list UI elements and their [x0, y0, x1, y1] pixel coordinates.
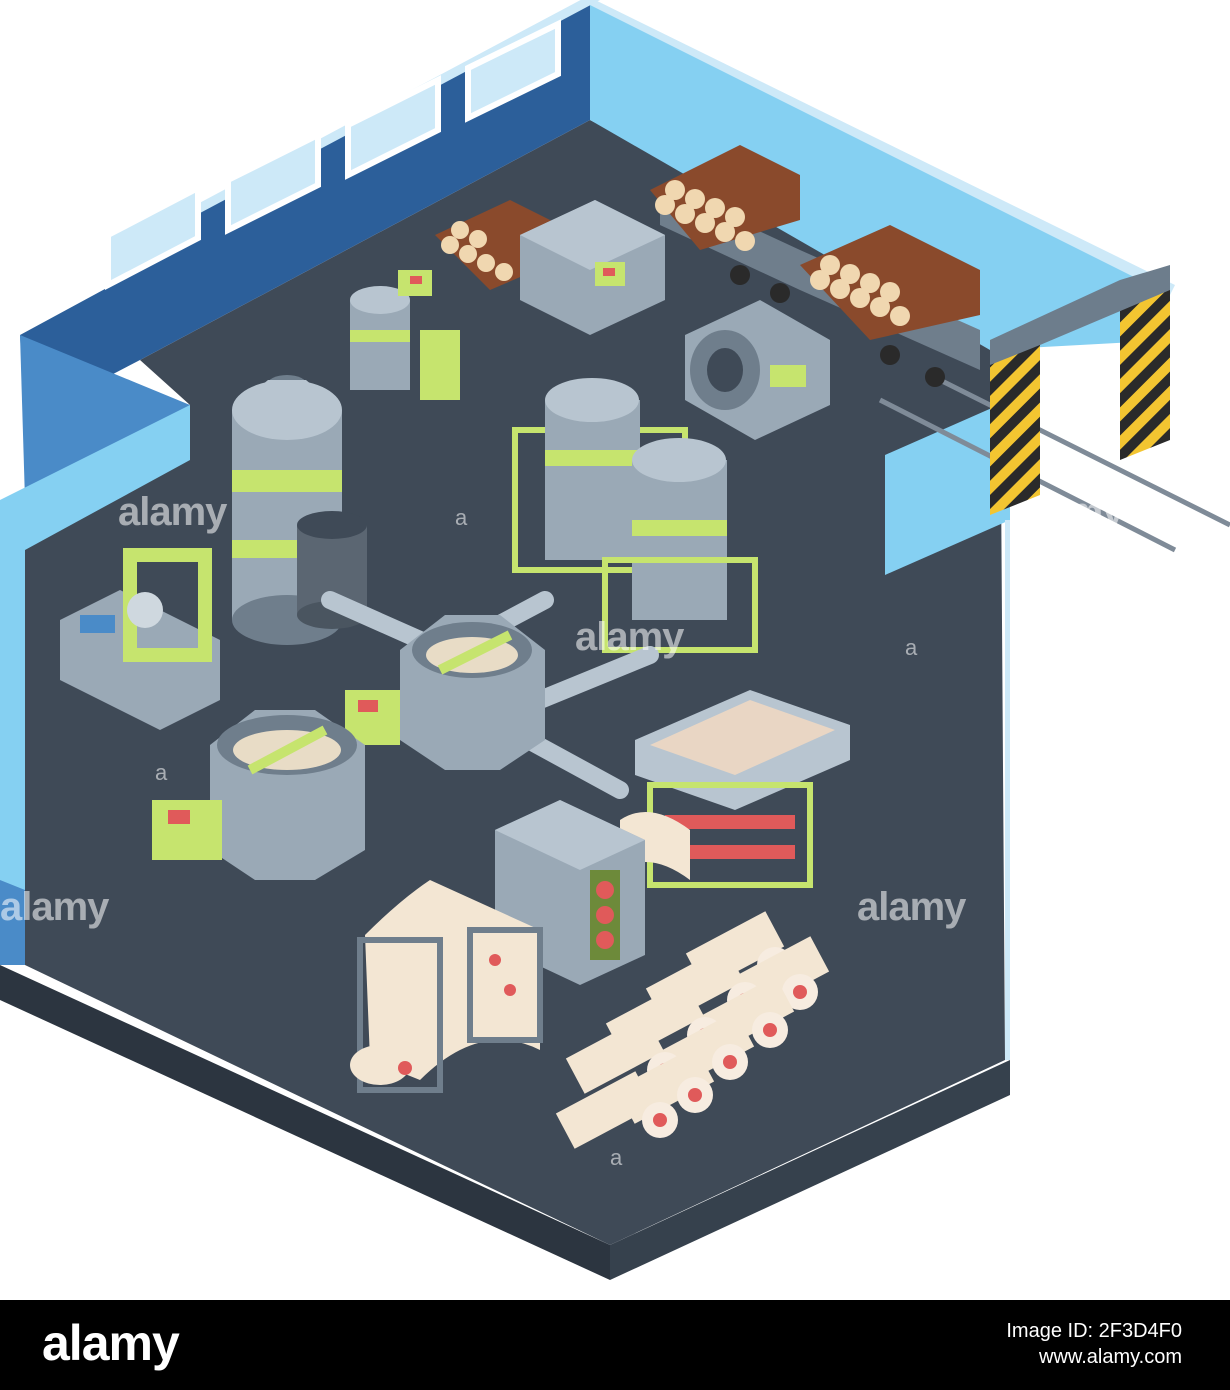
wagon-wheel — [770, 283, 790, 303]
footer-image-id: Image ID: 2F3D4F0 — [1006, 1320, 1182, 1342]
paper-rolls — [555, 911, 830, 1149]
log-train — [650, 145, 980, 387]
left-low-wall-face — [0, 880, 25, 965]
back-right-wall-top — [587, 0, 1175, 295]
watermark-glyph: a — [905, 635, 918, 660]
footer-url: www.alamy.com — [1039, 1346, 1182, 1368]
debarking-machine — [520, 200, 665, 335]
floor-side-left — [0, 965, 610, 1280]
window — [225, 130, 321, 235]
wagon-wheel — [925, 367, 945, 387]
watermark-logo: alamy — [118, 490, 227, 534]
wagon-wheel — [730, 265, 750, 285]
bleaching-silos — [512, 378, 758, 653]
footer-logo: alamy — [42, 1315, 180, 1371]
log-stack — [800, 225, 980, 340]
watermark-logo: alamy — [857, 885, 966, 929]
paper-reel-winder — [350, 880, 543, 1093]
paper-roll — [555, 1071, 678, 1149]
paper-factory-isometric-illustration — [0, 0, 1230, 1280]
watermark-glyph: a — [610, 1145, 623, 1170]
footer-image-info: Image ID: 2F3D4F0 www.alamy.com — [1006, 1318, 1182, 1370]
hazard-post — [1120, 280, 1170, 460]
watermark-glyph: a — [155, 760, 168, 785]
watermark-logo: alamy — [1015, 490, 1124, 534]
wall-windows — [105, 19, 561, 290]
watermark-logo: alamy — [0, 885, 109, 929]
rail-entrance-gate — [878, 265, 1230, 553]
watermark-logo: alamy — [575, 615, 684, 659]
pulp-mixer — [152, 710, 365, 880]
right-wall-segment — [885, 400, 1010, 575]
pulp-mixer — [345, 615, 545, 770]
right-wall-segment-side — [1005, 520, 1010, 1060]
rail-track — [928, 372, 1230, 528]
wagon-wheel — [880, 345, 900, 365]
footer-bar: alamy Image ID: 2F3D4F0 www.alamy.com — [0, 1300, 1230, 1390]
back-right-wall — [590, 0, 1170, 350]
window — [465, 19, 561, 123]
paper-forming-machine — [620, 690, 850, 888]
window — [105, 183, 201, 290]
floor-side-right — [610, 1060, 1010, 1280]
window — [345, 75, 441, 180]
hazard-post — [990, 320, 1040, 515]
watermark-glyph: a — [455, 505, 468, 530]
gate-beam — [990, 265, 1170, 365]
cyclone-separator — [350, 270, 460, 400]
log-stack — [650, 145, 800, 251]
log-saw-machine — [60, 548, 220, 730]
wood-chipper — [685, 300, 830, 440]
